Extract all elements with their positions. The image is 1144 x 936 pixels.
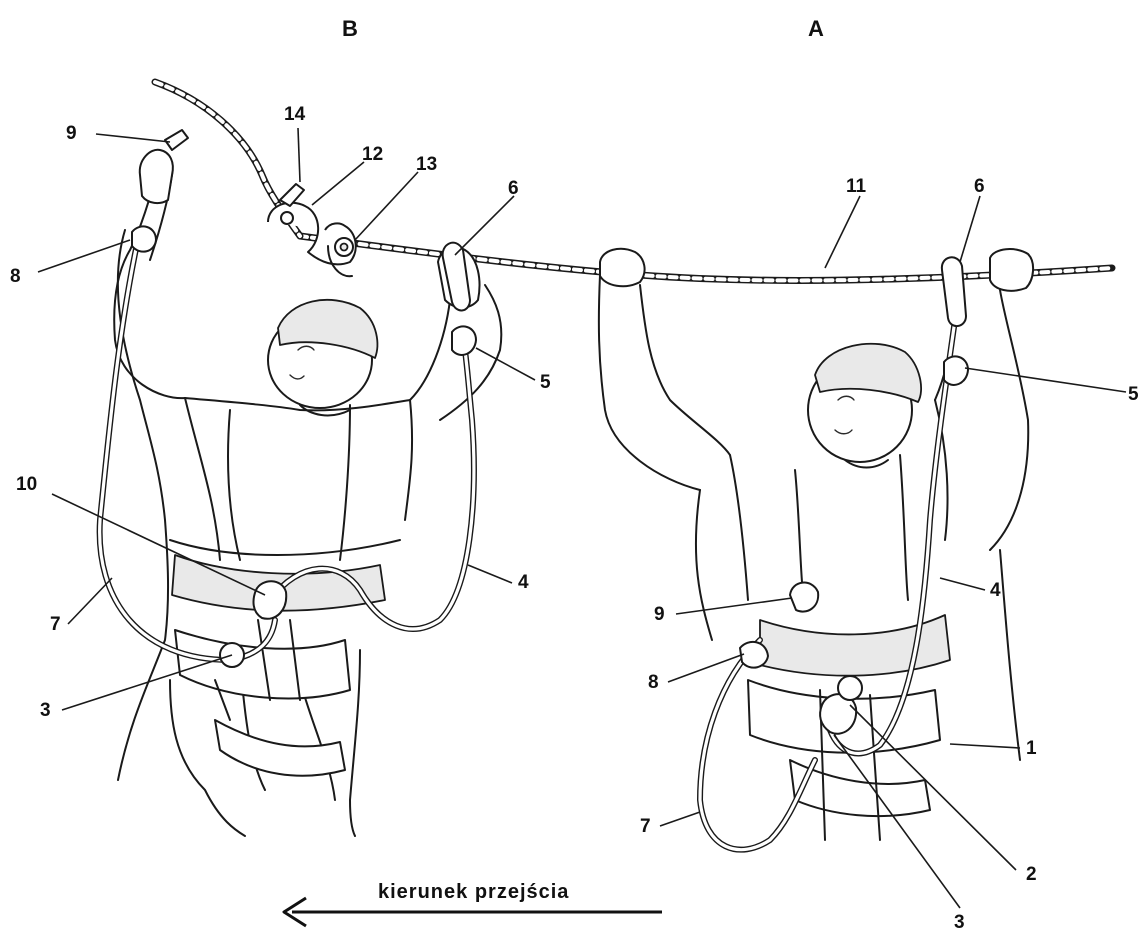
label-b-12: 12 (362, 144, 383, 165)
label-a-9: 9 (654, 604, 665, 625)
label-a-11: 11 (846, 176, 867, 197)
leader-lines (38, 128, 1126, 908)
label-b-5: 5 (540, 372, 551, 393)
figure-person-a (599, 249, 1033, 840)
label-b-9: 9 (66, 123, 77, 144)
label-b-10: 10 (16, 474, 37, 495)
label-a-2: 2 (1026, 864, 1037, 885)
label-b-3: 3 (40, 700, 51, 721)
label-b-8: 8 (10, 266, 21, 287)
labels-person-a: 11 6 5 4 9 8 1 7 2 3 (640, 176, 1139, 933)
label-b-7: 7 (50, 614, 61, 635)
label-b-4: 4 (518, 572, 529, 593)
label-a-8: 8 (648, 672, 659, 693)
label-a-4: 4 (990, 580, 1001, 601)
panel-label-b: B (342, 16, 358, 41)
label-a-5: 5 (1128, 384, 1139, 405)
direction-indicator: kierunek przejścia (284, 881, 662, 926)
panel-label-a: A (808, 16, 824, 41)
label-b-6: 6 (508, 178, 519, 199)
lanyards-person-b (100, 226, 476, 720)
direction-label: kierunek przejścia (378, 881, 569, 903)
label-b-13: 13 (416, 154, 437, 175)
label-a-3: 3 (954, 912, 965, 933)
label-a-7: 7 (640, 816, 651, 837)
label-a-1: 1 (1026, 738, 1037, 759)
pulley-device (268, 184, 356, 276)
label-b-14: 14 (284, 104, 306, 125)
lanyards-person-a (700, 257, 968, 849)
label-a-6: 6 (974, 176, 985, 197)
